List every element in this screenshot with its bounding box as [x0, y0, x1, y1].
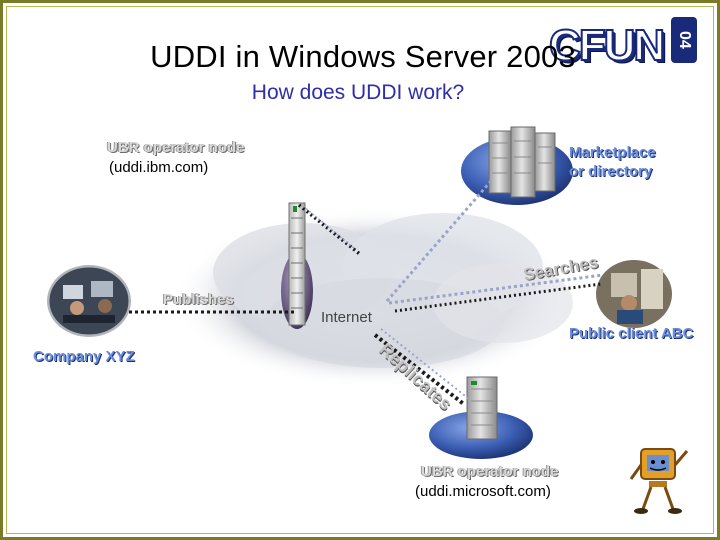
connection-marketplace [385, 180, 493, 302]
cfun-logo: CFUN [548, 20, 666, 71]
marketplace-servers [488, 126, 556, 198]
company-xyz-label: Company XYZ [33, 348, 135, 365]
public-client-photo [596, 260, 672, 328]
publishes-label: Publishes [163, 291, 234, 308]
public-client-label: Public client ABC [569, 325, 694, 342]
connection-replicates [373, 328, 470, 407]
ibm-node-domain: (uddi.ibm.com) [109, 159, 209, 176]
microsoft-server [466, 376, 498, 440]
marketplace-label-line2: or directory [569, 163, 653, 180]
company-xyz-photo [44, 262, 134, 340]
slide-title: UDDI in Windows Server 2003 [150, 39, 576, 74]
slide-subtitle: How does UDDI work? [251, 81, 465, 104]
marketplace-label-line1: Marketplace [569, 144, 656, 161]
cfun-logo-side: 04 [671, 17, 697, 63]
microsoft-node-domain: (uddi.microsoft.com) [415, 483, 551, 500]
internet-label: Internet [321, 309, 372, 326]
connection-ibm-marketplace [297, 203, 363, 257]
microsoft-node-label: UBR operator node [421, 463, 559, 480]
cartoon-pc-mascot [629, 448, 689, 514]
ibm-rack-server [288, 202, 306, 326]
ibm-node-label: UBR operator node [107, 139, 245, 156]
diagram-canvas [44, 126, 689, 514]
